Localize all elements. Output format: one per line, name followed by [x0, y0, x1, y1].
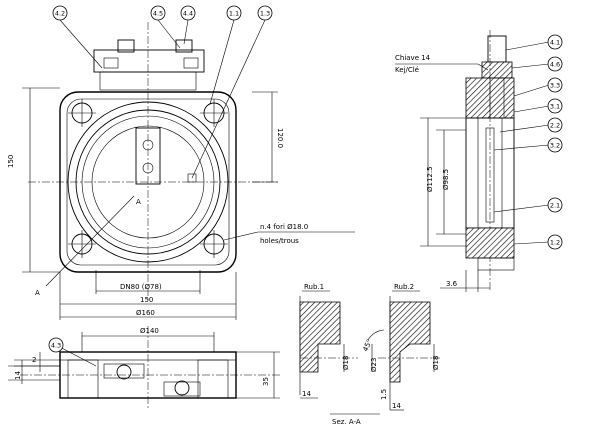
detail-rub1: Rub.1 Ø18 14: [299, 283, 358, 399]
bottom-shaft-hole: [174, 380, 190, 396]
front-view: A A 120.0 150 DN80 (Ø78) 150 Ø160 n.4 fo…: [7, 19, 355, 320]
svg-text:1.2: 1.2: [550, 239, 560, 247]
section-aa-label: Sez. A-A: [332, 418, 361, 426]
balloon-4-5: 4.5: [150, 5, 166, 21]
svg-text:4.6: 4.6: [550, 61, 560, 69]
svg-text:1.1: 1.1: [229, 10, 239, 18]
body-lower-section: [465, 227, 515, 259]
balloon-2-1: 2.1: [547, 197, 563, 213]
dim-14: 14: [14, 371, 22, 380]
holes-note-line1: n.4 fori Ø18.0: [260, 223, 308, 231]
svg-text:4.4: 4.4: [183, 10, 193, 18]
rub2-dia23: Ø23: [370, 358, 378, 372]
balloon-3-2: 3.2: [547, 137, 563, 153]
dim-2: 2: [32, 356, 36, 364]
rub2-small: 1.5: [380, 389, 388, 400]
wrench-label-line2: Kej/Clé: [395, 66, 419, 74]
rub2-dia18: Ø18: [432, 356, 440, 370]
side-view-balloons: 4.1 4.6 3.3 3.1 2.2 3.2 2.1 1.2: [547, 34, 563, 250]
balloon-2-2: 2.2: [547, 117, 563, 133]
dim-112-5: Ø112.5: [426, 166, 434, 192]
balloon-4-6: 4.6: [547, 56, 563, 72]
svg-text:4.1: 4.1: [550, 39, 560, 47]
svg-text:2.1: 2.1: [550, 202, 560, 210]
operator-top: [93, 49, 205, 73]
svg-text:4.5: 4.5: [153, 10, 163, 18]
svg-text:1.3: 1.3: [260, 10, 270, 18]
section-line-aa: [45, 195, 135, 287]
dim-3-6: 3.6: [446, 280, 458, 288]
balloon-1-1: 1.1: [226, 5, 242, 21]
svg-text:4.2: 4.2: [55, 10, 65, 18]
balloon-4-2: 4.2: [52, 5, 68, 21]
balloon-3-1: 3.1: [547, 98, 563, 114]
rub1-dia: Ø18: [342, 356, 350, 370]
balloon-4-3: 4.3: [48, 337, 64, 353]
section-mark-a1: A: [35, 289, 40, 297]
dim-35: 35: [262, 377, 270, 386]
stem-plate: [135, 127, 161, 185]
balloon-4-1: 4.1: [547, 34, 563, 50]
rub1-title: Rub.1: [304, 283, 324, 291]
section-mark-a2: A: [136, 198, 141, 206]
svg-text:4.3: 4.3: [51, 342, 61, 350]
wrench-label-line1: Chiave 14: [395, 54, 431, 62]
front-view-balloons: 4.2 4.5 4.4 1.1 1.3: [52, 5, 273, 21]
detail-rub2: Rub.2 45° Ø23 Ø18 1.5 14: [361, 283, 440, 411]
bottom-stem-hole: [116, 364, 132, 380]
dim-140: Ø140: [140, 327, 159, 335]
svg-text:3.3: 3.3: [550, 82, 560, 90]
holes-note-line2: holes/trous: [260, 237, 299, 245]
stem-top: [487, 35, 507, 63]
rub2-title: Rub.2: [394, 283, 414, 291]
rub1-width: 14: [302, 390, 311, 398]
balloon-4-4: 4.4: [180, 5, 196, 21]
side-section-view: Chiave 14 Kej/Clé Ø112.5 Ø98.5 3.6: [395, 30, 550, 292]
dim-98-5: Ø98.5: [442, 169, 450, 190]
dim-150-vertical: 150: [7, 155, 15, 168]
dim-160: Ø160: [136, 309, 155, 317]
rub2-width: 14: [392, 402, 401, 410]
balloon-1-3: 1.3: [257, 5, 273, 21]
balloon-1-2: 1.2: [547, 234, 563, 250]
dim-dn80: DN80 (Ø78): [120, 283, 162, 291]
dim-150-horizontal: 150: [140, 296, 153, 304]
bottom-view: Ø140 2 14 35 4.3: [8, 326, 280, 410]
dim-120: 120.0: [276, 128, 284, 148]
balloon-3-3: 3.3: [547, 77, 563, 93]
svg-text:3.1: 3.1: [550, 103, 560, 111]
svg-text:3.2: 3.2: [550, 142, 560, 150]
svg-text:2.2: 2.2: [550, 122, 560, 130]
